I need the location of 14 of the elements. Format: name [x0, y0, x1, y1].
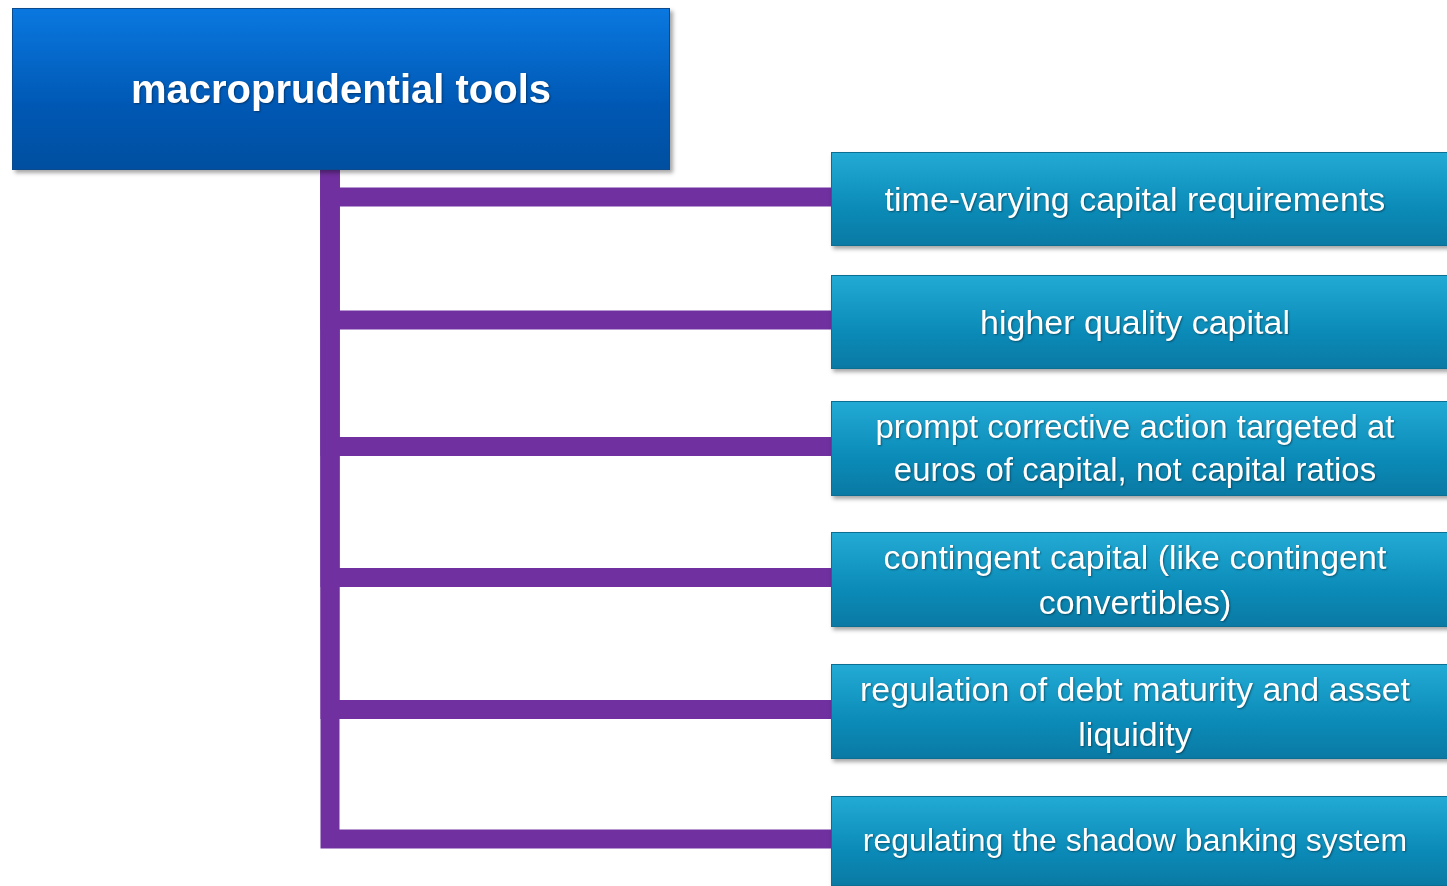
box-label: regulation of debt maturity and asset liquidity — [859, 669, 1411, 755]
box-label: contingent capital (like contingent convertibles) — [882, 537, 1388, 623]
title-box — [12, 8, 670, 170]
box-label: time-varying capital requirements — [884, 178, 1386, 220]
item-box — [831, 664, 1447, 759]
item-box — [831, 796, 1447, 886]
box-label: regulating the shadow banking system — [862, 821, 1408, 861]
item-box — [831, 275, 1447, 369]
box-label: macroprudential tools — [130, 66, 552, 113]
item-box — [831, 152, 1447, 246]
box-label: prompt corrective action targeted at euros of capital, not capital ratios — [874, 406, 1396, 490]
item-box — [831, 401, 1447, 496]
box-label: higher quality capital — [980, 301, 1290, 343]
item-box — [831, 532, 1447, 627]
